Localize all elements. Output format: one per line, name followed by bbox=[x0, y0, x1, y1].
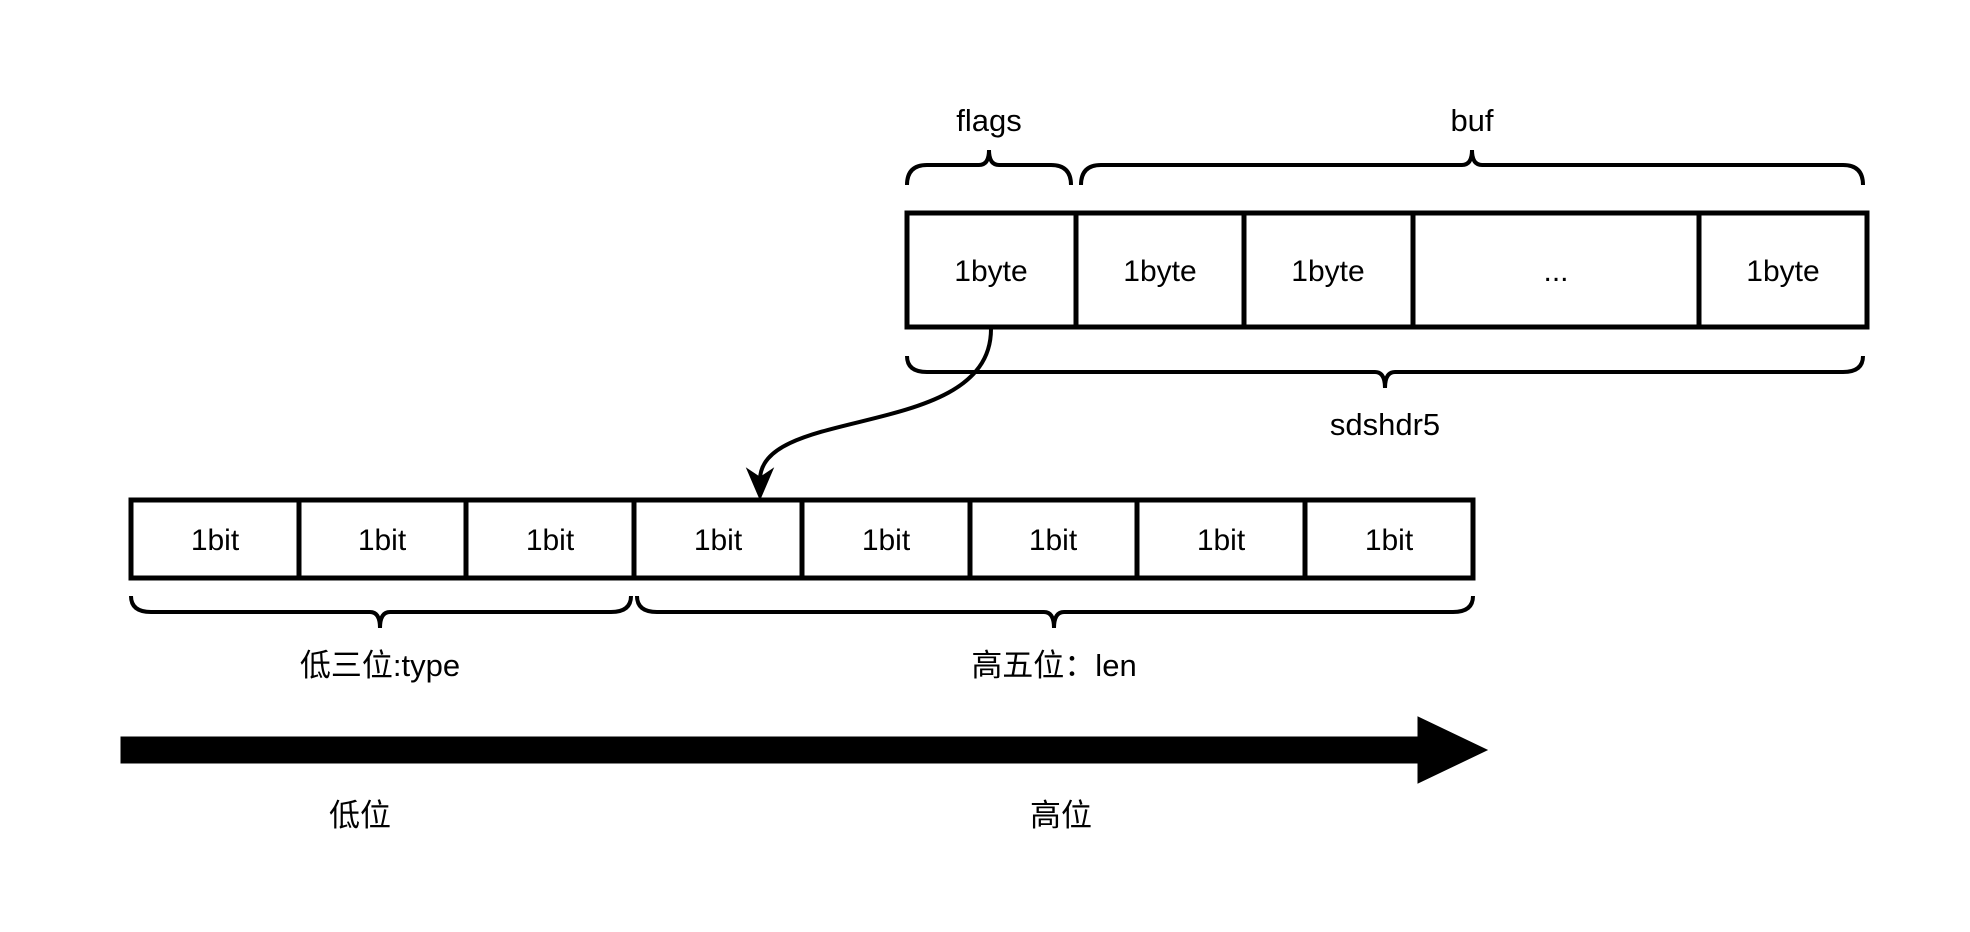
byte-cell-buf-2: 1byte bbox=[1291, 255, 1364, 288]
bit-row: 1bit 1bit 1bit 1bit 1bit 1bit 1bit 1bit bbox=[128, 497, 1476, 581]
byte-cell-flags: 1byte bbox=[954, 255, 1027, 288]
flags-brace bbox=[905, 149, 1073, 186]
len-bits-brace bbox=[635, 595, 1475, 629]
low-to-high-arrow bbox=[120, 716, 1489, 784]
byte-cell-buf-1: 1byte bbox=[1123, 255, 1196, 288]
type-bits-brace bbox=[129, 595, 633, 629]
len-bits-label: 高五位：len bbox=[971, 648, 1136, 683]
buf-brace bbox=[1079, 149, 1865, 186]
flags-expand-connector bbox=[758, 328, 993, 481]
bit-cell: 1bit bbox=[1029, 524, 1078, 557]
bit-cell: 1bit bbox=[358, 524, 407, 557]
low-order-label: 低位 bbox=[329, 798, 391, 833]
bit-cell: 1bit bbox=[1365, 524, 1414, 557]
flags-label: flags bbox=[956, 103, 1021, 138]
connector-arrowhead bbox=[745, 467, 775, 501]
high-order-label: 高位 bbox=[1030, 798, 1092, 833]
byte-row: 1byte 1byte 1byte ... 1byte bbox=[904, 210, 1870, 330]
byte-cell-buf-last: 1byte bbox=[1746, 255, 1819, 288]
bit-cell: 1bit bbox=[862, 524, 911, 557]
byte-row-frame bbox=[904, 210, 1870, 330]
buf-label: buf bbox=[1450, 103, 1493, 138]
type-bits-label: 低三位:type bbox=[300, 648, 460, 683]
sdshdr-label: sdshdr5 bbox=[1330, 407, 1440, 442]
bit-cell: 1bit bbox=[526, 524, 575, 557]
bit-cell: 1bit bbox=[191, 524, 240, 557]
bit-cell: 1bit bbox=[694, 524, 743, 557]
byte-cell-ellipsis: ... bbox=[1543, 255, 1568, 288]
bit-cell: 1bit bbox=[1197, 524, 1246, 557]
sdshdr-brace bbox=[905, 355, 1865, 389]
